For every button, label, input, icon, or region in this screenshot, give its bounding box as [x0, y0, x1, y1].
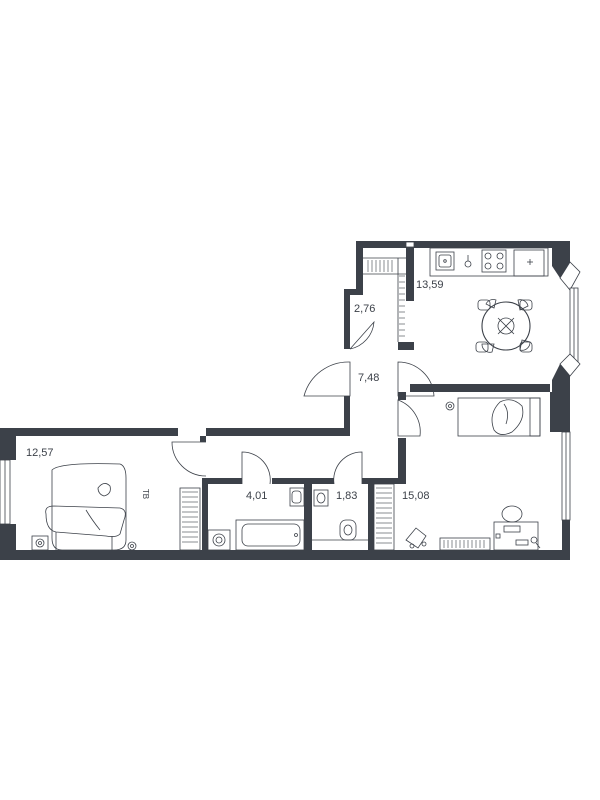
sink-icon: [313, 489, 329, 507]
bedroom-left-area: 12,57: [26, 447, 54, 459]
wc-area: 1,83: [336, 490, 357, 502]
door-swing-icon: [349, 320, 375, 350]
bathroom-furniture: [207, 487, 305, 551]
desk-icon: [439, 505, 541, 551]
fridge-icon: [513, 249, 545, 277]
right-bedroom-furniture: [373, 397, 541, 551]
sink-icon: [289, 487, 305, 507]
walls: [0, 241, 570, 560]
windows: [0, 241, 581, 525]
kitchen-area: 13,59: [416, 279, 444, 291]
kitchen-furniture: [429, 247, 549, 353]
wardrobe-icon: [373, 483, 395, 551]
dining-table-icon: [475, 299, 533, 353]
washing-machine-icon: [207, 529, 231, 551]
wardrobe-icon: [363, 257, 406, 342]
toilet-icon: [339, 519, 357, 541]
window-icon: [405, 241, 415, 248]
hall-area: 7,48: [358, 372, 379, 384]
bedroom-right-area: 15,08: [402, 490, 430, 502]
wc-furniture: [312, 489, 368, 541]
bed-icon: [445, 397, 541, 437]
bathtub-icon: [235, 519, 305, 551]
sink-icon: [435, 251, 455, 271]
closet-area: 2,76: [354, 303, 375, 315]
door-swings: [171, 320, 435, 485]
left-bedroom-furniture: ТВ: [31, 463, 201, 551]
nightstand-icon: [31, 535, 137, 551]
armchair-icon: [45, 463, 127, 551]
area-labels: 13,59 2,76 7,48 12,57 4,01 1,83 15,08: [26, 279, 444, 502]
wardrobe-icon: [179, 487, 201, 551]
tv-label: ТВ: [141, 489, 150, 499]
stove-icon: [481, 249, 507, 273]
toy-icon: [405, 527, 427, 549]
bathroom-area: 4,01: [246, 490, 267, 502]
